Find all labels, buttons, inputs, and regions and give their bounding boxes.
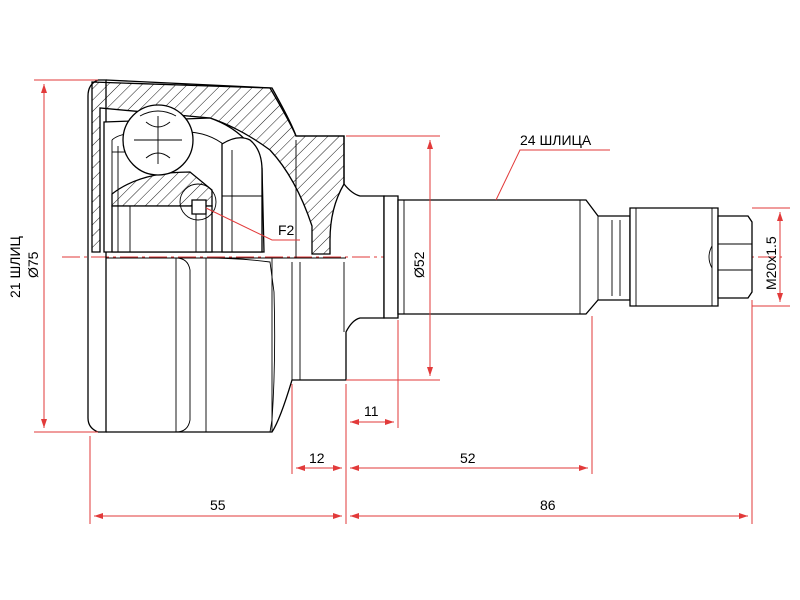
dim-55-label: 55 (210, 497, 226, 513)
seal-diameter-label: Ø52 (411, 251, 427, 278)
f2-label: F2 (278, 222, 295, 238)
circlip-detail (179, 183, 217, 221)
dim-12-label: 12 (309, 450, 325, 466)
shaft-stem (383, 195, 753, 319)
housing-section (91, 81, 345, 258)
housing-splines-label: 21 ШЛИЦ (7, 235, 23, 298)
dim-52-label: 52 (460, 450, 476, 466)
shaft-splines-label: 24 ШЛИЦА (520, 132, 592, 148)
dimension-lines (34, 79, 790, 524)
dim-11-label: 11 (364, 403, 379, 419)
thread-label: M20x1.5 (763, 236, 779, 290)
dim-86-label: 86 (540, 497, 556, 513)
outer-diameter-label: Ø75 (25, 251, 41, 278)
